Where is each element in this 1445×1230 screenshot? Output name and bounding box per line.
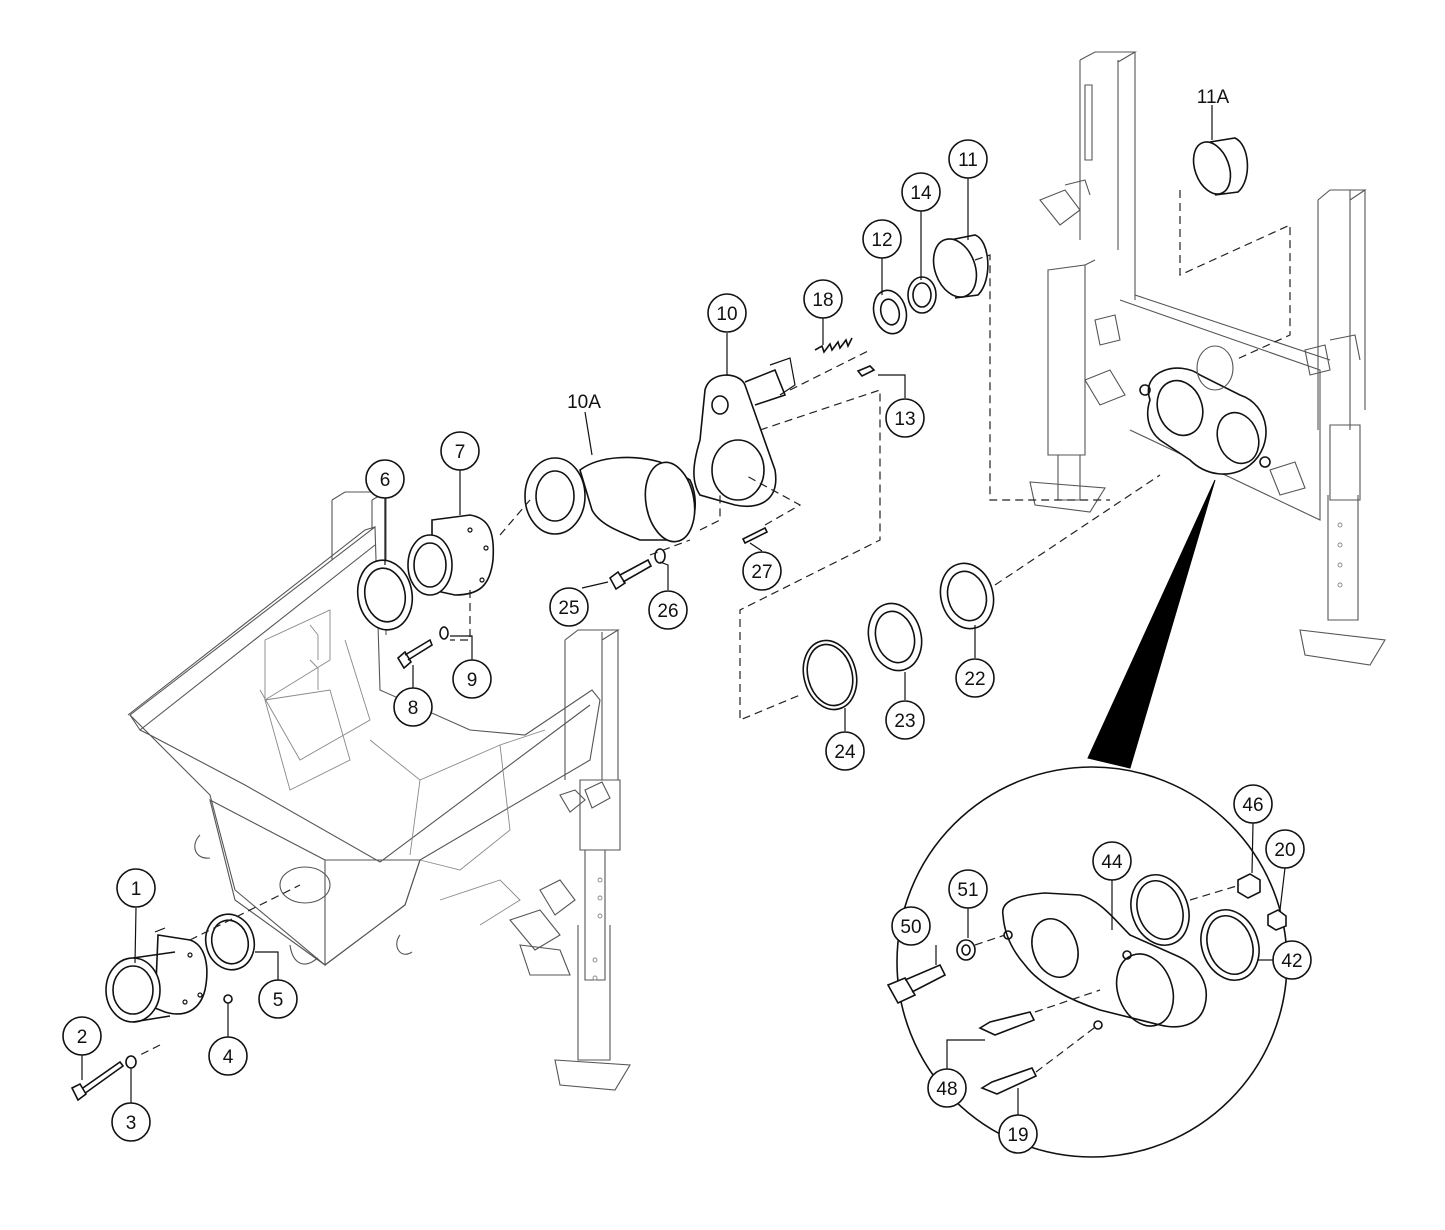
part-3-washer: [125, 1055, 137, 1069]
part-10A-elbow: [524, 456, 696, 543]
label-3: 3: [126, 1113, 137, 1134]
label-44: 44: [1101, 852, 1123, 873]
leader-lines: [81, 105, 1286, 1115]
label-14: 14: [910, 183, 932, 204]
part-2-bolt: [70, 1060, 125, 1102]
label-2: 2: [77, 1027, 88, 1048]
label-22: 22: [964, 669, 985, 690]
part-12-bearing: [872, 289, 908, 335]
part-11A-bushing: [1192, 137, 1249, 196]
left-frame-assembly: [127, 491, 631, 1091]
label-9: 9: [467, 670, 478, 691]
label-11: 11: [958, 150, 978, 171]
label-8: 8: [408, 698, 419, 719]
label-12: 12: [871, 230, 892, 251]
part-18-spring: [814, 337, 853, 354]
label-13: 13: [894, 409, 915, 430]
label-1: 1: [131, 879, 142, 900]
label-23: 23: [894, 711, 915, 732]
label-10A: 10A: [567, 392, 601, 413]
part-8-bolt: [396, 638, 433, 670]
alignment-lines: [139, 190, 1291, 1056]
part-5-seal: [204, 913, 256, 971]
part-26-washer: [654, 548, 666, 564]
part-7-flange-sleeve: [407, 514, 495, 596]
part-24-ring: [802, 639, 858, 711]
label-4: 4: [223, 1047, 234, 1068]
label-19: 19: [1007, 1125, 1028, 1146]
part-1-flange-sleeve: [105, 927, 208, 1023]
label-48: 48: [936, 1079, 957, 1100]
label-20: 20: [1274, 840, 1295, 861]
label-26: 26: [657, 601, 678, 622]
label-27: 27: [751, 562, 772, 583]
part-25-bolt: [608, 558, 653, 591]
part-27-pin: [741, 526, 769, 545]
part-10-swing-arm: [693, 357, 796, 507]
label-42: 42: [1281, 951, 1302, 972]
label-50: 50: [900, 917, 921, 938]
part-23-ring: [867, 602, 923, 672]
right-frame-assembly: [1029, 51, 1386, 666]
part-6-flange-ring: [356, 559, 414, 631]
part-11-bushing: [932, 234, 989, 299]
part-14-seal-ring: [907, 276, 937, 314]
label-18: 18: [812, 290, 833, 311]
label-25: 25: [558, 598, 579, 619]
label-11A: 11A: [1197, 87, 1230, 108]
callout-bubbles: 1 2 3 4 5 6 7 8 9 10 10A 11 11A 12 13 14…: [62, 87, 1312, 1154]
detail-callout: [886, 479, 1288, 1158]
part-22-ring: [939, 562, 995, 630]
label-6: 6: [380, 470, 391, 491]
label-46: 46: [1242, 795, 1263, 816]
part-4-nut: [223, 994, 233, 1004]
label-10: 10: [716, 304, 737, 325]
label-51: 51: [957, 880, 978, 901]
label-5: 5: [273, 990, 284, 1011]
label-24: 24: [834, 742, 856, 763]
label-7: 7: [455, 442, 466, 463]
part-13-screw: [856, 365, 876, 378]
part-9-washer: [439, 626, 449, 640]
